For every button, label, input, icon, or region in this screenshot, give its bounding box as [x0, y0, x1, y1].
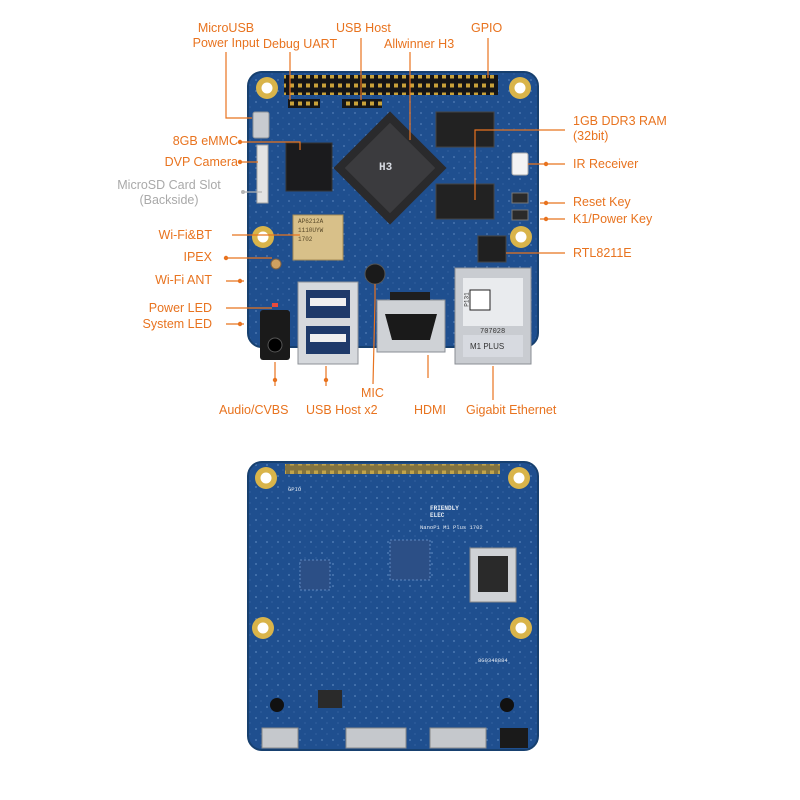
label-gigabit-ethernet: Gigabit Ethernet: [466, 403, 557, 417]
label-ir-receiver: IR Receiver: [573, 157, 639, 171]
ram-chip: [435, 183, 495, 220]
label-ram: 1GB DDR3 RAM (32bit): [573, 114, 667, 144]
ethernet-tag: M1 PLUS: [470, 342, 505, 351]
label-dvp-camera: DVP Camera: [164, 155, 238, 169]
wifi-module-marking-2: 1110UYW: [298, 227, 324, 234]
label-microusb-line2: Power Input: [192, 36, 260, 50]
mounting-hole: [256, 77, 278, 99]
gigabit-ethernet-port: [454, 267, 532, 365]
label-microsd-line1: MicroSD Card Slot: [117, 178, 221, 192]
usb-host-ports: [297, 281, 359, 365]
mounting-hole: [252, 226, 274, 248]
power-led: [272, 303, 278, 307]
power-key: [511, 209, 529, 221]
label-microusb-power-input: MicroUSB Power Input: [176, 21, 276, 51]
emmc-chip: [285, 142, 333, 192]
label-allwinner-h3: Allwinner H3: [384, 37, 455, 51]
label-wifi-ant: Wi-Fi ANT: [155, 273, 212, 287]
back-board-photo: [247, 461, 539, 751]
debug-uart-header: [288, 99, 320, 108]
gpio-header: [284, 75, 498, 95]
label-usb-host: USB Host: [336, 21, 391, 35]
label-audio-cvbs: Audio/CVBS: [219, 403, 289, 417]
label-wifi-bt: Wi-Fi&BT: [158, 228, 212, 242]
label-rtl8211e: RTL8211E: [573, 246, 632, 260]
dvp-camera-connector: [256, 144, 269, 204]
usb-host-header: [342, 99, 382, 108]
audio-jack: [260, 310, 290, 360]
ethernet-pi: P131: [463, 292, 471, 307]
label-gpio: GPIO: [471, 21, 503, 35]
ir-receiver: [511, 152, 529, 176]
label-emmc: 8GB eMMC: [172, 134, 238, 148]
brand-line-2: ELEC: [430, 512, 445, 519]
ipex-connector: [270, 258, 282, 270]
label-microsd-slot: MicroSD Card Slot (Backside): [100, 178, 238, 208]
label-microusb-line1: MicroUSB: [197, 21, 255, 35]
label-system-led: System LED: [142, 317, 212, 331]
label-power-led: Power LED: [148, 301, 212, 315]
fpc-connector: [390, 292, 430, 300]
label-microsd-line2: (Backside): [139, 193, 199, 207]
brand-line-1: FRIENDLY: [430, 505, 459, 512]
microusb-connector: [252, 111, 270, 139]
allwinner-h3-soc: [333, 111, 447, 225]
label-ipex: IPEX: [183, 250, 213, 264]
soc-marking: H3: [379, 162, 393, 174]
label-ram-line1: 1GB DDR3 RAM: [573, 114, 667, 128]
hdmi-port: [376, 299, 446, 353]
label-usb-host-x2: USB Host x2: [306, 403, 378, 417]
reset-key: [511, 192, 529, 204]
mounting-hole: [509, 77, 531, 99]
model-marking: NanoPi M1 Plus 1702: [420, 524, 483, 531]
mounting-hole: [510, 226, 532, 248]
rtl8211e-chip: [477, 235, 507, 263]
back-serial: 8G0348884: [478, 657, 508, 664]
ethernet-serial: 707028: [480, 328, 506, 336]
callout-dots: [223, 139, 549, 383]
back-gpio-marking: GPIO: [288, 486, 302, 493]
wifi-module-marking-3: 1702: [298, 236, 313, 243]
wifi-module-marking-1: AP6212A: [298, 218, 324, 225]
mic: [364, 263, 386, 285]
wifi-bt-module: [292, 214, 344, 261]
label-ram-line2: (32bit): [573, 129, 609, 143]
callout-lines: [225, 38, 565, 400]
label-k1-power-key: K1/Power Key: [573, 212, 653, 226]
label-reset-key: Reset Key: [573, 195, 631, 209]
label-debug-uart: Debug UART: [263, 37, 338, 51]
label-mic: MIC: [361, 386, 384, 400]
label-hdmi: HDMI: [414, 403, 446, 417]
